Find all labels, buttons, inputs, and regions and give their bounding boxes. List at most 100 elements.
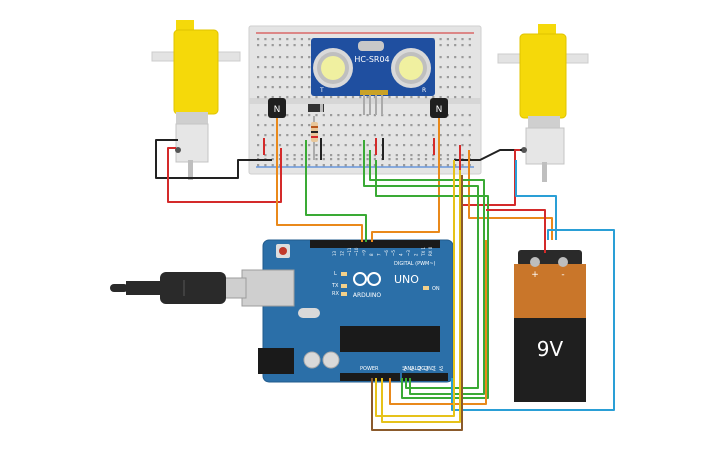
breadboard-hole [264,86,267,89]
breadboard-hole [264,144,267,147]
left-motor [151,20,241,180]
breadboard-hole [351,154,355,157]
breadboard-hole [468,124,471,127]
wire-yellow-1 [375,160,455,417]
breadboard-hole [271,56,274,59]
wire-left-motor-black [155,139,272,179]
breadboard-hole [446,158,449,161]
breadboard-hole [300,96,303,99]
breadboard-hole [337,144,340,147]
breadboard-hole [468,86,471,89]
breadboard-hole [351,164,355,167]
breadboard-hole [432,158,435,161]
breadboard-hole [395,164,398,167]
breadboard-hole [359,154,362,157]
breadboard-hole [308,124,311,127]
breadboard-hole [359,114,362,117]
breadboard-hole [366,164,369,167]
breadboard-hole [403,158,406,161]
breadboard-hole [286,144,289,147]
wire-right-motor-black [454,149,522,161]
breadboard-hole [330,124,333,127]
breadboard-hole [337,158,340,161]
breadboard-hole [344,134,347,137]
breadboard-hole [286,154,289,157]
wire-orange-1 [276,118,363,242]
breadboard-hole [286,76,289,79]
breadboard-hole [344,114,347,117]
arduino-tx-label: TX [331,283,339,289]
breadboard-hole [454,124,457,127]
breadboard-hole [344,158,347,161]
breadboard-hole [264,76,267,79]
breadboard-hole [286,114,289,117]
breadboard-hole [315,144,318,147]
breadboard-hole [395,144,398,147]
breadboard-hole [278,76,282,79]
breadboard-hole [308,96,311,99]
breadboard-hole [359,96,362,99]
arduino-rx-label: RX [332,291,339,297]
breadboard-hole [337,134,340,137]
breadboard-hole [424,134,428,137]
digital-pin-label: 2 [413,253,418,256]
breadboard-hole [351,144,355,147]
breadboard-hole [308,114,311,117]
digital-pin-label: TX 1 [421,247,426,257]
breadboard-hole [395,96,398,99]
breadboard-hole [454,164,457,167]
breadboard-hole [439,134,442,137]
sensor-t-mark: T [319,87,324,94]
breadboard-hole [300,158,303,161]
breadboard-hole [359,158,362,161]
breadboard-hole [454,144,457,147]
breadboard-hole [278,44,282,47]
breadboard-hole [308,134,311,137]
breadboard-hole [424,154,428,157]
breadboard-hole [417,158,420,161]
breadboard-hole [403,96,406,99]
breadboard-hole [373,144,376,147]
breadboard-hole [468,96,471,99]
diode [308,104,324,112]
breadboard-hole [351,124,355,127]
breadboard-hole [293,134,296,137]
breadboard-hole [271,154,274,157]
arduino-power-label: POWER [360,366,379,372]
breadboard-hole [388,158,391,161]
breadboard-hole [417,164,420,167]
breadboard-hole [344,124,347,127]
breadboard-hole [271,134,274,137]
breadboard-hole [257,38,260,41]
breadboard-hole [271,66,274,69]
breadboard-hole [359,164,362,167]
breadboard-hole [344,154,347,157]
breadboard-hole [373,134,376,137]
breadboard-hole [278,96,282,99]
breadboard-hole [417,154,420,157]
digital-pin-label: ~3 [406,250,411,256]
breadboard-hole [264,124,267,127]
breadboard-hole [278,124,282,127]
battery-plus-label: + [531,270,539,280]
breadboard-hole [424,144,428,147]
breadboard-hole [461,66,464,69]
breadboard-hole [373,124,376,127]
breadboard-hole [468,134,471,137]
breadboard-hole [351,134,355,137]
wire-battery-red [486,209,546,253]
breadboard-hole [293,96,296,99]
digital-pin-label: ~10 [354,247,359,256]
breadboard-hole [271,96,274,99]
breadboard-hole [293,124,296,127]
breadboard-hole [300,144,303,147]
breadboard-hole [366,114,369,117]
breadboard-hole [446,66,449,69]
breadboard-hole [359,134,362,137]
breadboard-hole [388,164,391,167]
breadboard-hole [446,38,449,41]
breadboard-hole [461,38,464,41]
breadboard-hole [381,134,384,137]
breadboard-hole [278,144,282,147]
breadboard-hole [359,144,362,147]
